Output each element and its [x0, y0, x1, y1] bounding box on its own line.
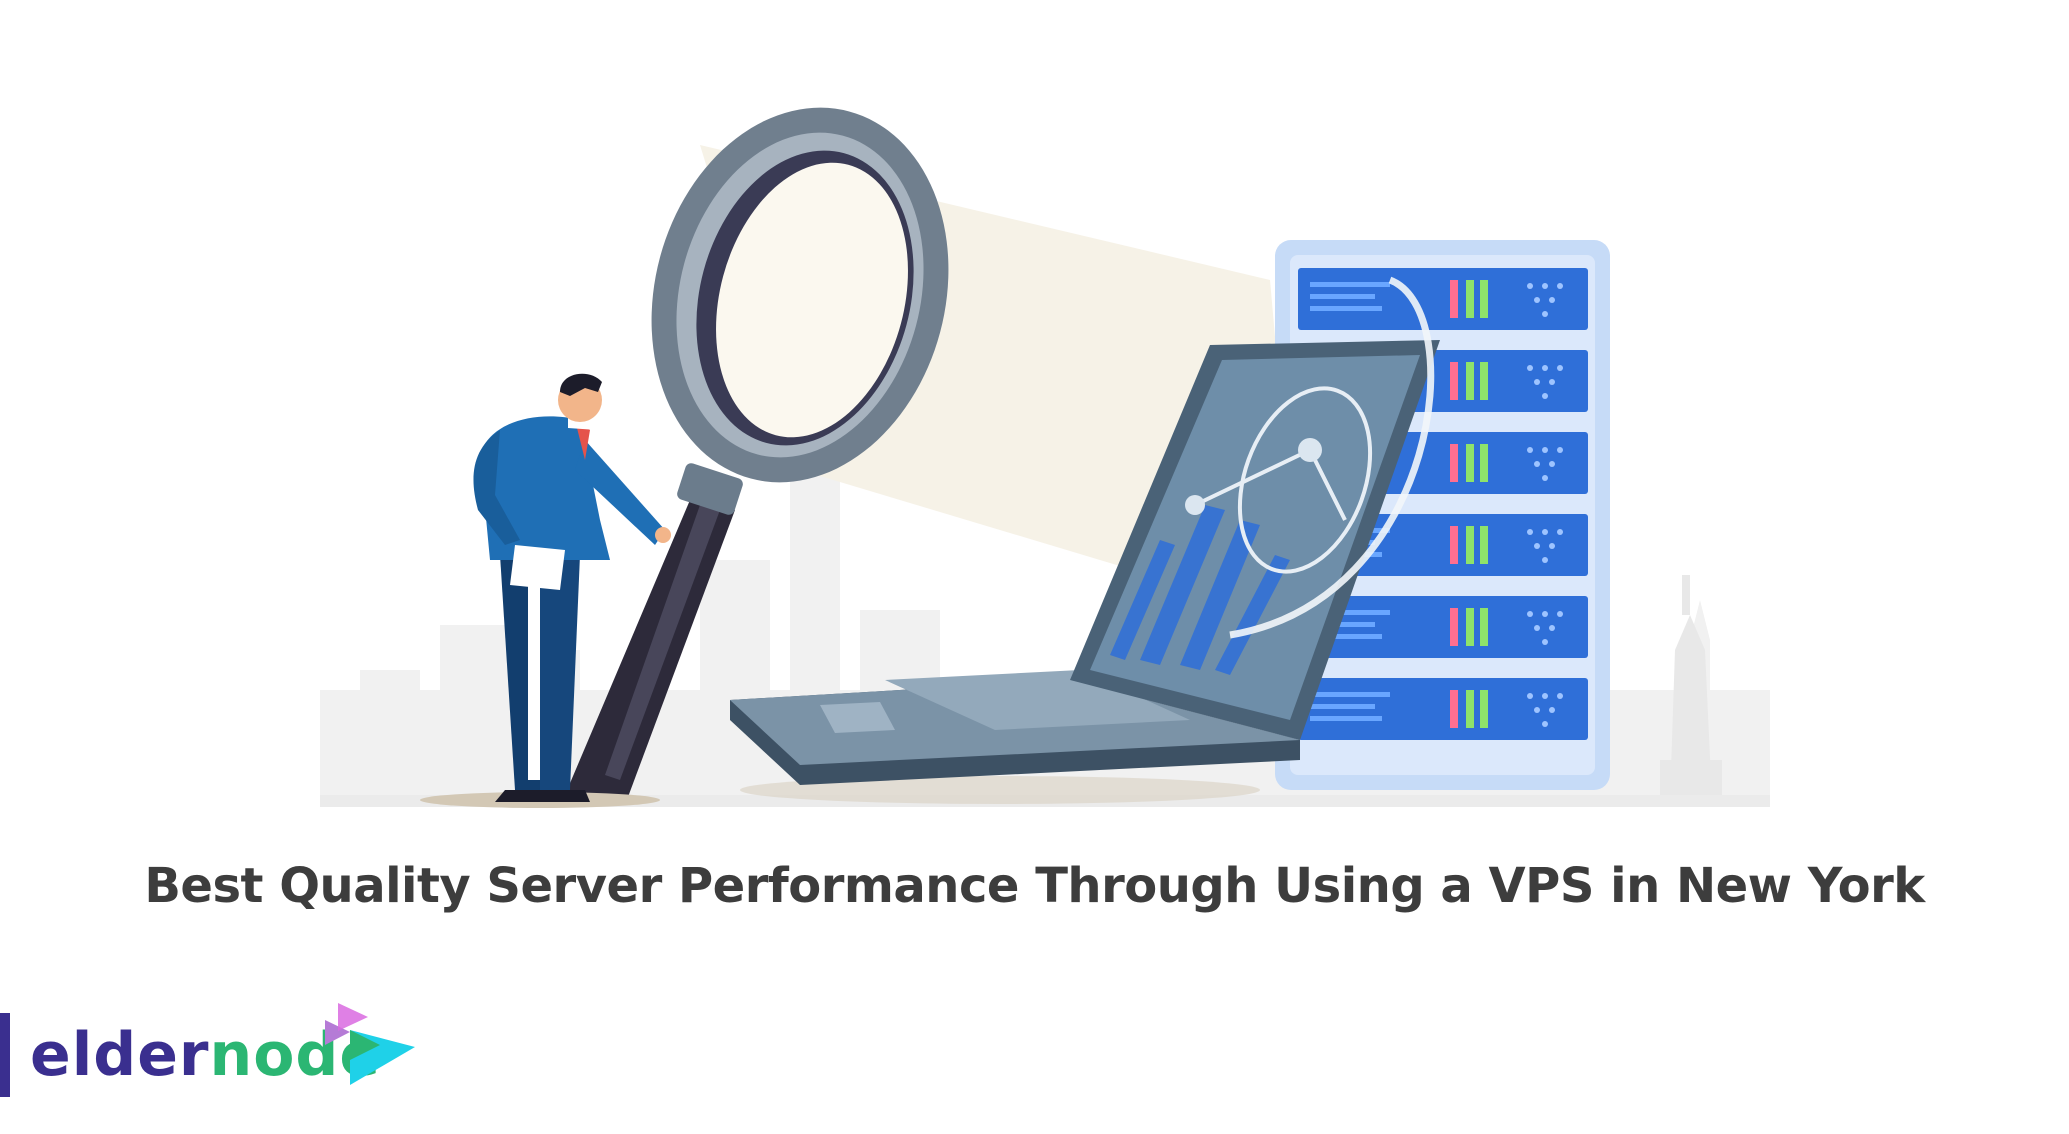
magnifier-glass: [565, 107, 949, 805]
page-headline: Best Quality Server Performance Through …: [144, 858, 1925, 914]
statue-silhouette: [1660, 575, 1722, 802]
eldernode-logo: eldernode: [0, 995, 430, 1105]
logo-word-elder: elder: [30, 1020, 210, 1090]
logo-side-bar: [0, 1013, 10, 1097]
businessman: [420, 373, 671, 808]
hero-illustration: [320, 107, 1770, 808]
play-arrow-icon: [325, 1003, 415, 1085]
laptop: [730, 276, 1440, 804]
